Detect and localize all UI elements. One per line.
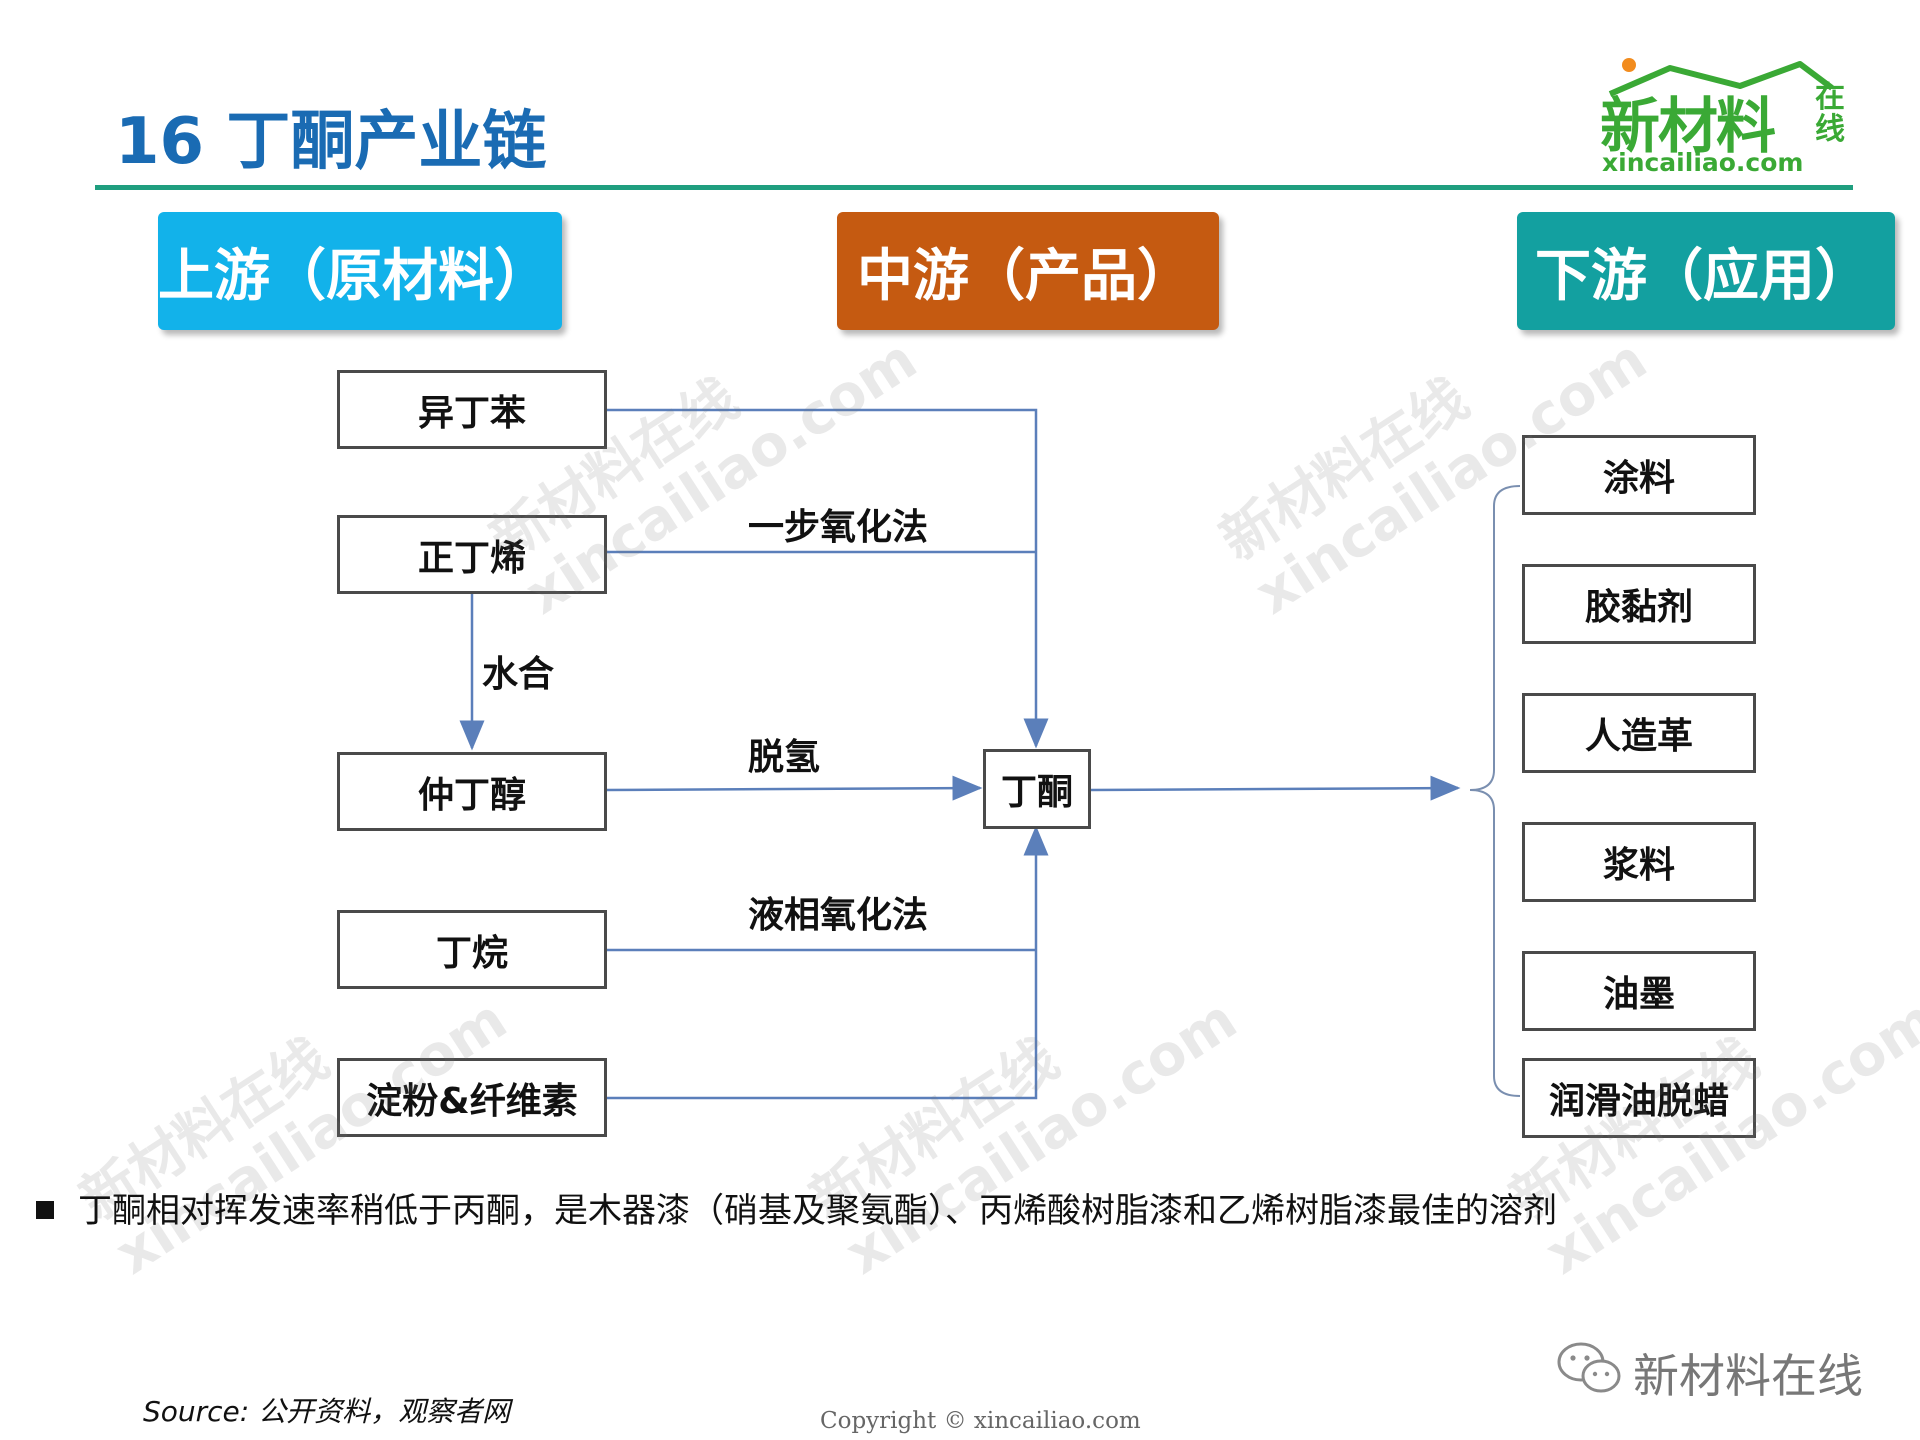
node-ink: 油墨 xyxy=(1522,951,1756,1031)
node-sec-butanol: 仲丁醇 xyxy=(337,752,607,831)
house-roof-logo-icon xyxy=(1608,61,1834,97)
label-one-step-oxidation: 一步氧化法 xyxy=(748,507,929,548)
slide-title: 16 丁酮产业链 xyxy=(115,105,547,179)
label-dehydrogenation: 脱氢 xyxy=(748,737,821,778)
node-adhesives: 胶黏剂 xyxy=(1522,564,1756,644)
edge-butanol-dehydrogenation xyxy=(604,775,983,801)
upstream-header: 上游（原材料） xyxy=(158,212,562,330)
wechat-account-mark: 新材料在线 xyxy=(1555,1338,1885,1403)
logo-name: 新材料 xyxy=(1600,92,1776,162)
node-artificial-leather: 人造革 xyxy=(1522,693,1756,773)
node-starch-cellulose: 淀粉&纤维素 xyxy=(337,1058,607,1137)
wechat-icon xyxy=(1557,1342,1621,1393)
node-isobutylbenzene: 异丁苯 xyxy=(337,370,607,449)
bullet-square-icon xyxy=(36,1200,54,1219)
logo-domain: xincailiao.com xyxy=(1602,148,1804,177)
edge-starch-to-mek xyxy=(605,825,1049,1100)
node-lube-dewaxing: 润滑油脱蜡 xyxy=(1522,1058,1756,1138)
node-sizing: 浆料 xyxy=(1522,822,1756,902)
bullet-text: 丁酮相对挥发速率稍低于丙酮，是木器漆（硝基及聚氨酯）、丙烯酸树脂漆和乙烯树脂漆最… xyxy=(78,1191,1557,1231)
midstream-header-label: 中游（产品） xyxy=(857,243,1193,309)
node-coatings: 涂料 xyxy=(1522,435,1756,515)
label-liquid-phase-oxidation: 液相氧化法 xyxy=(748,895,929,936)
brand-logo: 新材料 在线 xincailiao.com xyxy=(1600,58,1860,178)
node-butane: 丁烷 xyxy=(337,910,607,989)
downstream-header-label: 下游（应用） xyxy=(1535,243,1871,309)
bullet-note: 丁酮相对挥发速率稍低于丙酮，是木器漆（硝基及聚氨酯）、丙烯酸树脂漆和乙烯树脂漆最… xyxy=(36,1183,1557,1232)
applications-brace xyxy=(1469,485,1521,1097)
copyright-notice: Copyright © xincailiao.com xyxy=(820,1408,1141,1434)
wechat-account-name: 新材料在线 xyxy=(1633,1349,1863,1403)
edge-mek-to-applications xyxy=(1089,775,1461,801)
source-citation: Source: 公开资料，观察者网 xyxy=(143,1395,511,1428)
logo-dot xyxy=(1622,58,1636,72)
title-underline xyxy=(95,185,1853,190)
logo-side-text: 在线 xyxy=(1815,80,1845,147)
node-mek-product: 丁酮 xyxy=(983,749,1091,829)
downstream-header: 下游（应用） xyxy=(1517,212,1895,330)
node-n-butene: 正丁烯 xyxy=(337,515,607,594)
label-hydration: 水合 xyxy=(482,654,555,695)
midstream-header: 中游（产品） xyxy=(837,212,1219,330)
edge-isobutylbenzene-to-mek xyxy=(605,408,1049,749)
upstream-header-label: 上游（原材料） xyxy=(158,243,550,309)
